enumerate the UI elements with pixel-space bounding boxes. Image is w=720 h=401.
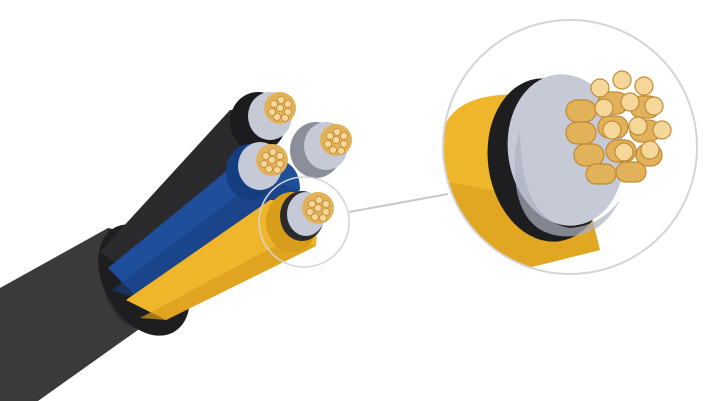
magnifier-ring — [442, 19, 698, 275]
conductor-end-4 — [266, 191, 334, 252]
conductor-end-2 — [290, 122, 352, 178]
cable-body — [0, 109, 317, 401]
callout-line — [348, 193, 449, 213]
yellow-core-shade — [140, 238, 316, 320]
blue-core-shade — [112, 178, 300, 300]
magnified-detail — [442, 19, 698, 275]
magnified-strand-ends — [590, 70, 672, 162]
conductor-end-1 — [230, 92, 296, 152]
conductor-end-3 — [226, 142, 288, 200]
magnifier-source-ring — [258, 176, 350, 268]
